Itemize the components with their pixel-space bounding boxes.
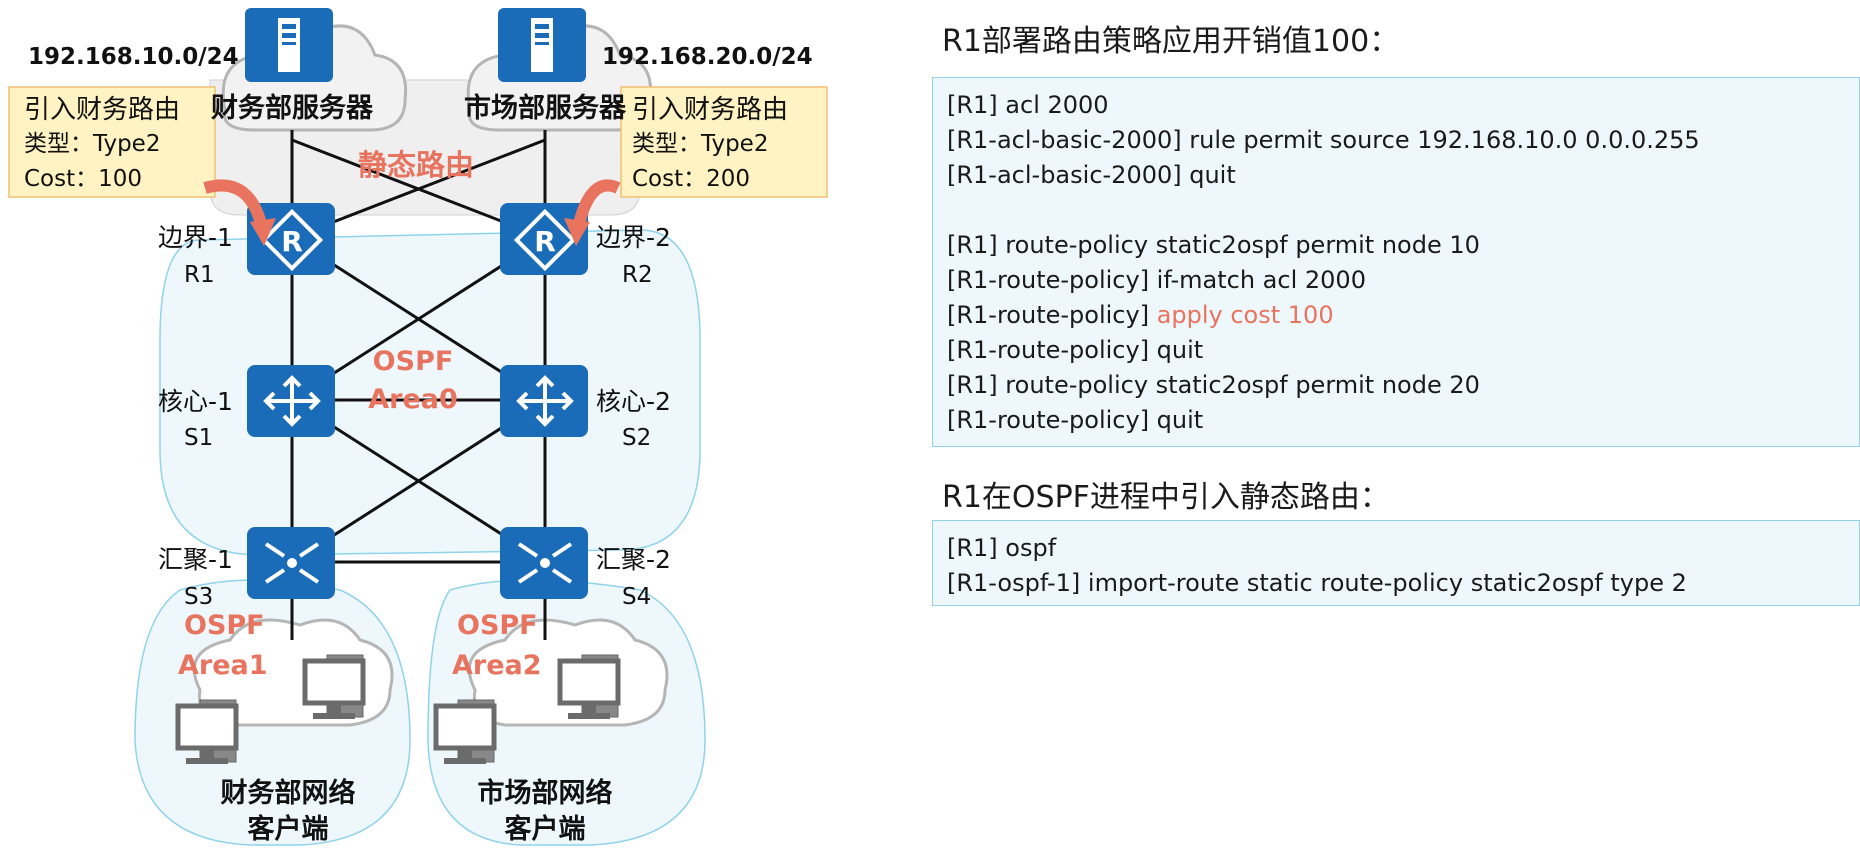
code-line: [R1-route-policy] if-match acl 2000 bbox=[947, 266, 1366, 294]
server-right-label: 市场部服务器 bbox=[464, 92, 627, 124]
area0-title: OSPF bbox=[373, 346, 454, 377]
client-right-line-1: 市场部网络 bbox=[478, 777, 613, 809]
svg-text:R: R bbox=[534, 225, 556, 258]
static-route-label: 静态路由 bbox=[358, 148, 474, 182]
agg2-id: S4 bbox=[622, 584, 651, 610]
server-left-label: 财务部服务器 bbox=[211, 92, 374, 124]
callout-right-line-3: Cost：200 bbox=[632, 166, 750, 192]
config-title-1: R1部署路由策略应用开销值100： bbox=[942, 24, 1400, 59]
callout-left-line-3: Cost：100 bbox=[24, 166, 142, 192]
market-server-icon bbox=[498, 8, 586, 82]
border2-name: 边界-2 bbox=[596, 223, 671, 252]
code-line bbox=[947, 193, 1845, 228]
code-line: [R1-route-policy] apply cost 100 bbox=[947, 298, 1845, 333]
callout-left-line-1: 引入财务路由 bbox=[24, 95, 180, 125]
code-line: [R1-route-policy] quit bbox=[947, 406, 1204, 434]
callout-right-box bbox=[620, 86, 828, 198]
agg-switch-1-icon bbox=[247, 527, 335, 599]
border2-id: R2 bbox=[622, 262, 653, 288]
agg1-name: 汇聚-1 bbox=[158, 545, 233, 574]
code-line: [R1-ospf-1] import-route static route-po… bbox=[947, 569, 1687, 597]
area1-name: Area1 bbox=[178, 650, 268, 681]
border1-name: 边界-1 bbox=[158, 223, 233, 252]
client-left-line-1: 财务部网络 bbox=[221, 777, 356, 809]
border1-id: R1 bbox=[184, 262, 215, 288]
apply-cost-highlight: apply cost 100 bbox=[1156, 301, 1334, 329]
code-line: [R1] acl 2000 bbox=[947, 91, 1109, 119]
svg-text:R: R bbox=[281, 225, 303, 258]
code-line-prefix: [R1-route-policy] bbox=[947, 301, 1157, 329]
area2-title: OSPF bbox=[457, 610, 538, 641]
area0-name: Area0 bbox=[368, 384, 458, 415]
subnet-right: 192.168.20.0/24 bbox=[602, 44, 813, 70]
area1-title: OSPF bbox=[184, 610, 265, 641]
core-switch-1-icon bbox=[247, 365, 335, 437]
client-left-line-2: 客户端 bbox=[248, 813, 329, 845]
callout-right-line-1: 引入财务路由 bbox=[632, 95, 788, 125]
config-title-2: R1在OSPF进程中引入静态路由： bbox=[942, 480, 1390, 515]
agg1-id: S3 bbox=[184, 584, 213, 610]
callout-right-line-2: 类型：Type2 bbox=[632, 131, 768, 157]
import-arrow-left-icon bbox=[203, 179, 268, 230]
callout-left-line-2: 类型：Type2 bbox=[24, 131, 160, 157]
subnet-left: 192.168.10.0/24 bbox=[28, 44, 239, 70]
core2-id: S2 bbox=[622, 425, 651, 451]
core1-name: 核心-1 bbox=[158, 387, 233, 416]
core-switch-2-icon bbox=[500, 365, 588, 437]
import-arrow-right-icon bbox=[572, 179, 621, 230]
config-block-2: [R1] ospf [R1-ospf-1] import-route stati… bbox=[932, 520, 1860, 606]
client-right-line-2: 客户端 bbox=[505, 813, 586, 845]
finance-server-icon bbox=[245, 8, 333, 82]
core2-name: 核心-2 bbox=[596, 387, 671, 416]
agg2-name: 汇聚-2 bbox=[596, 545, 671, 574]
code-line: [R1] ospf bbox=[947, 534, 1057, 562]
code-line: [R1] route-policy static2ospf permit nod… bbox=[947, 371, 1480, 399]
code-line: [R1-acl-basic-2000] quit bbox=[947, 161, 1236, 189]
code-line: [R1-route-policy] quit bbox=[947, 336, 1204, 364]
config-block-1: [R1] acl 2000 [R1-acl-basic-2000] rule p… bbox=[932, 77, 1860, 447]
area2-name: Area2 bbox=[452, 650, 542, 681]
code-line: [R1-acl-basic-2000] rule permit source 1… bbox=[947, 126, 1700, 154]
core1-id: S1 bbox=[184, 425, 213, 451]
agg-switch-2-icon bbox=[500, 527, 588, 599]
callout-left-box bbox=[8, 86, 216, 198]
code-line: [R1] route-policy static2ospf permit nod… bbox=[947, 231, 1480, 259]
area0-region bbox=[159, 229, 701, 556]
